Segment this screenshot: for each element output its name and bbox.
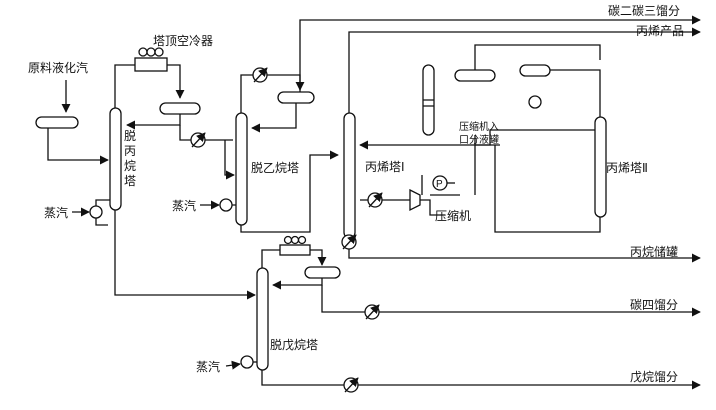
- c4-label: 碳四馏分: [630, 298, 678, 312]
- propylene-tower-2-column: [594, 116, 607, 218]
- deethanizer-bottoms-line: [240, 150, 339, 233]
- pump-p-label: P: [436, 179, 443, 190]
- steam-label-1: 蒸汽: [44, 205, 68, 220]
- c5-label: 戊烷馏分: [630, 370, 678, 384]
- reboiler-icon: [240, 355, 254, 369]
- compressor-label: 压缩机: [435, 208, 471, 223]
- c5-product-line: [261, 370, 701, 390]
- propylene-tower-1-label: 丙烯塔Ⅰ: [365, 160, 405, 174]
- deethanizer-reflux-line: [251, 103, 297, 133]
- depropanizer-reflux-line: [126, 114, 181, 130]
- compressor-icon: [409, 188, 421, 212]
- reboiler-icon: [219, 198, 233, 212]
- propylene-product-line: [348, 27, 701, 113]
- feed-label: 原料液化汽: [28, 60, 88, 75]
- cooler-to-drum-line: [167, 64, 185, 99]
- tower2-reflux-drum-a: [454, 69, 496, 82]
- fan-icon: [297, 235, 307, 245]
- fan-icon: [146, 47, 156, 57]
- steam-label-2: 蒸汽: [172, 198, 196, 213]
- c4-product-line: [321, 285, 701, 317]
- depropanizer-distillate-line: [179, 125, 233, 141]
- tower2-reflux-drum-b: [519, 64, 551, 77]
- debutanizer-label: 脱戊烷塔: [270, 337, 318, 352]
- depropanizer-label-3: 烷: [124, 159, 136, 173]
- deethanizer-overhead-line: [240, 74, 258, 113]
- fan-icon: [138, 47, 148, 57]
- fan-icon: [154, 47, 164, 57]
- fan-icon: [290, 235, 300, 245]
- depropanizer-column: [109, 107, 122, 211]
- propylene-tower-1-column: [343, 112, 356, 239]
- depropanizer-label-1: 脱: [124, 128, 136, 143]
- depropanizer-reflux-drum: [159, 102, 201, 115]
- depropanizer-label-2: 丙: [124, 144, 136, 158]
- c2c3-label: 碳二碳三馏分: [608, 4, 680, 18]
- depropanizer-label-4: 塔: [124, 174, 136, 188]
- c2c3-product-line: [299, 15, 701, 92]
- deethanizer-reflux-drum: [277, 91, 315, 104]
- debutanizer-air-cooler: [279, 244, 311, 256]
- feed-to-deethanizer-line: [224, 140, 235, 180]
- comp-inlet-label-2: 口分液罐: [459, 133, 499, 146]
- feed-drum: [35, 116, 79, 129]
- feed-to-depropanizer-line: [47, 128, 109, 165]
- steam-label-3: 蒸汽: [196, 359, 220, 374]
- comp-inlet-label-1: 压缩机入: [459, 120, 499, 133]
- depropanizer-bottoms-line: [114, 210, 256, 300]
- debutanizer-reflux-drum: [304, 266, 341, 279]
- debutanizer-column: [256, 267, 269, 371]
- top-cooler-label: 塔顶空冷器: [153, 34, 213, 48]
- propane-label: 丙烷储罐: [630, 244, 678, 259]
- propylene-label: 丙烯产品: [636, 24, 684, 38]
- reboiler-icon: [89, 205, 103, 219]
- fan-icon: [283, 235, 293, 245]
- deethanizer-label: 脱乙烷塔: [251, 160, 299, 175]
- deethanizer-column: [235, 112, 248, 226]
- top-air-cooler: [134, 57, 168, 72]
- condenser-icon: [528, 95, 542, 109]
- propylene-tower-2-label: 丙烯塔Ⅱ: [606, 161, 648, 175]
